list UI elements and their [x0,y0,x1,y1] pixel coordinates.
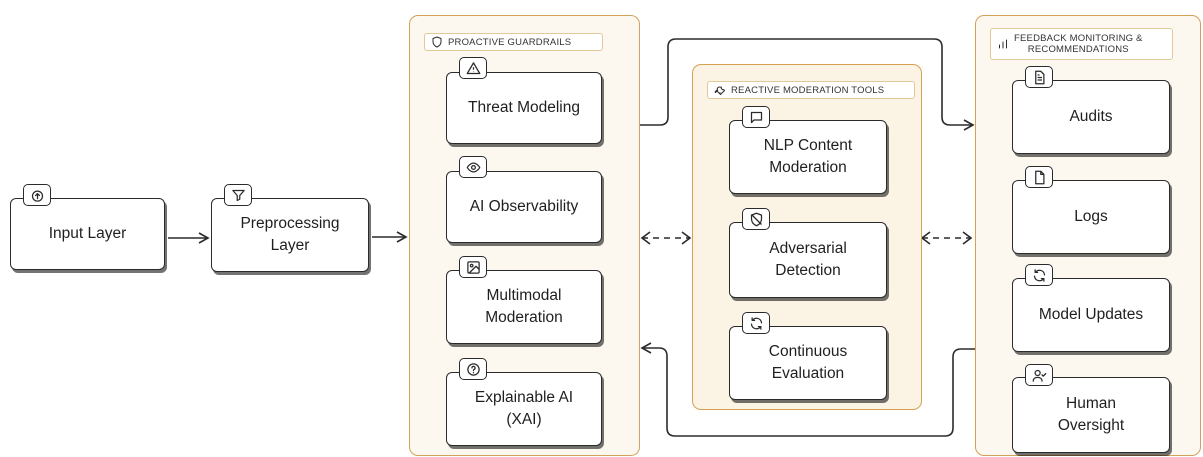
filter-icon [224,184,252,206]
node-label-line1: Adversarial [769,240,847,257]
continuous-evaluation-node[interactable]: Continuous Evaluation [729,326,887,400]
node-label-line2: Layer [270,237,310,254]
feedback-monitoring-label: FEEDBACK MONITORING & RECOMMENDATIONS [990,28,1173,60]
node-label-line1: Continuous [768,343,848,360]
logs-node[interactable]: Logs [1012,180,1170,254]
message-square-icon [742,106,770,128]
node-label: AI Observability [469,198,579,215]
threat-modeling-node[interactable]: Threat Modeling [446,72,602,144]
user-check-icon [1025,364,1053,386]
node-label-line2: Oversight [1057,417,1125,434]
help-circle-icon [459,358,487,380]
file-icon [1025,166,1053,188]
wrench-icon [714,86,725,95]
arrow-feedback-to-proactive [640,342,975,437]
audits-node[interactable]: Audits [1012,80,1170,154]
node-label: Input Layer [48,225,127,242]
file-text-icon [1025,66,1053,88]
multimodal-moderation-node[interactable]: Multimodal Moderation [446,270,602,344]
proactive-guardrails-label: PROACTIVE GUARDRAILS [424,33,603,51]
node-label: Threat Modeling [467,99,580,116]
shield-icon [432,36,442,48]
adversarial-detection-node[interactable]: Adversarial Detection [729,222,887,298]
upload-cloud-icon [23,184,51,206]
node-label-line2: (XAI) [506,411,542,428]
explainable-ai-node[interactable]: Explainable AI (XAI) [446,372,602,446]
node-label-line2: Evaluation [771,365,845,382]
arrow-proactive-to-feedback [640,38,975,131]
refresh-icon [742,312,770,334]
input-layer-node[interactable]: Input Layer [10,198,165,270]
refresh-icon [1025,264,1053,286]
preprocessing-layer-node[interactable]: Preprocessing Layer [211,198,369,272]
nlp-content-moderation-node[interactable]: NLP Content Moderation [729,120,887,194]
human-oversight-node[interactable]: Human Oversight [1012,377,1170,453]
warning-triangle-icon [459,57,487,79]
reactive-moderation-label: REACTIVE MODERATION TOOLS [707,81,915,99]
shield-off-icon [742,208,770,230]
node-label-line2: Detection [775,262,841,279]
eye-icon [459,156,487,178]
node-label: Logs [1074,208,1108,225]
node-label: Model Updates [1038,306,1144,323]
node-label-line1: Explainable AI [474,389,574,406]
node-label-line1: Preprocessing [240,215,340,232]
bar-chart-icon [999,39,1007,49]
feedback-label-line1: FEEDBACK MONITORING & [1014,33,1143,44]
model-updates-node[interactable]: Model Updates [1012,278,1170,352]
node-label-line2: Moderation [769,159,847,176]
node-label-line1: Human [1066,395,1116,412]
node-label-line2: Moderation [485,309,563,326]
node-label-line1: NLP Content [763,137,853,154]
node-label: Audits [1069,108,1113,125]
node-label-line1: Multimodal [486,287,562,304]
ai-observability-node[interactable]: AI Observability [446,171,602,243]
image-icon [459,256,487,278]
feedback-label-line2: RECOMMENDATIONS [1027,44,1129,55]
